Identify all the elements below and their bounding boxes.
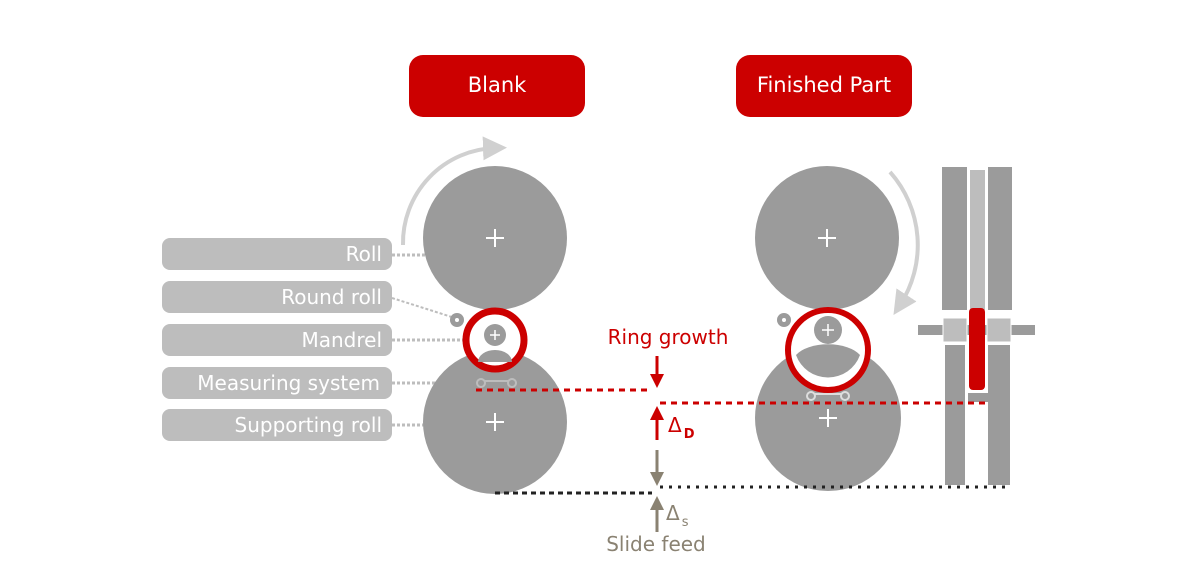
svg-text:Supporting roll: Supporting roll — [235, 413, 382, 437]
side-view-assembly — [918, 167, 1035, 485]
finished-ring — [785, 307, 871, 393]
label-mandrel: Mandrel — [162, 324, 470, 356]
slide-feed-label: Slide feed — [606, 532, 706, 556]
finished-round-roll — [777, 313, 791, 327]
blank-round-roll — [450, 313, 464, 327]
label-roll: Roll — [162, 238, 425, 270]
svg-text:Mandrel: Mandrel — [301, 328, 382, 352]
blank-roll — [423, 166, 567, 310]
svg-text:Blank: Blank — [468, 73, 527, 97]
finished-supporting-roll — [755, 345, 901, 491]
label-round-roll: Round roll — [162, 281, 456, 319]
finished-roll — [755, 166, 899, 310]
blank-supporting-roll — [423, 350, 567, 494]
blank-measuring-system — [476, 378, 517, 388]
ring-growth-label: Ring growth — [608, 325, 729, 349]
svg-text:Measuring system: Measuring system — [197, 371, 380, 395]
label-measuring-system: Measuring system — [162, 367, 478, 399]
blank-header: Blank — [409, 55, 585, 117]
slide-feed-arrows — [650, 450, 664, 532]
svg-text:Round roll: Round roll — [281, 285, 382, 309]
finished-measuring-system — [806, 391, 850, 401]
blank-ring — [462, 307, 528, 373]
ring-growth-arrows — [650, 356, 664, 440]
svg-text:Roll: Roll — [346, 242, 382, 266]
finished-part-header: Finished Part — [736, 55, 912, 117]
svg-text:Finished Part: Finished Part — [757, 73, 891, 97]
rotation-arrow-icon — [400, 136, 507, 246]
rotation-arrow-icon — [888, 170, 920, 316]
label-supporting-roll: Supporting roll — [162, 409, 425, 441]
